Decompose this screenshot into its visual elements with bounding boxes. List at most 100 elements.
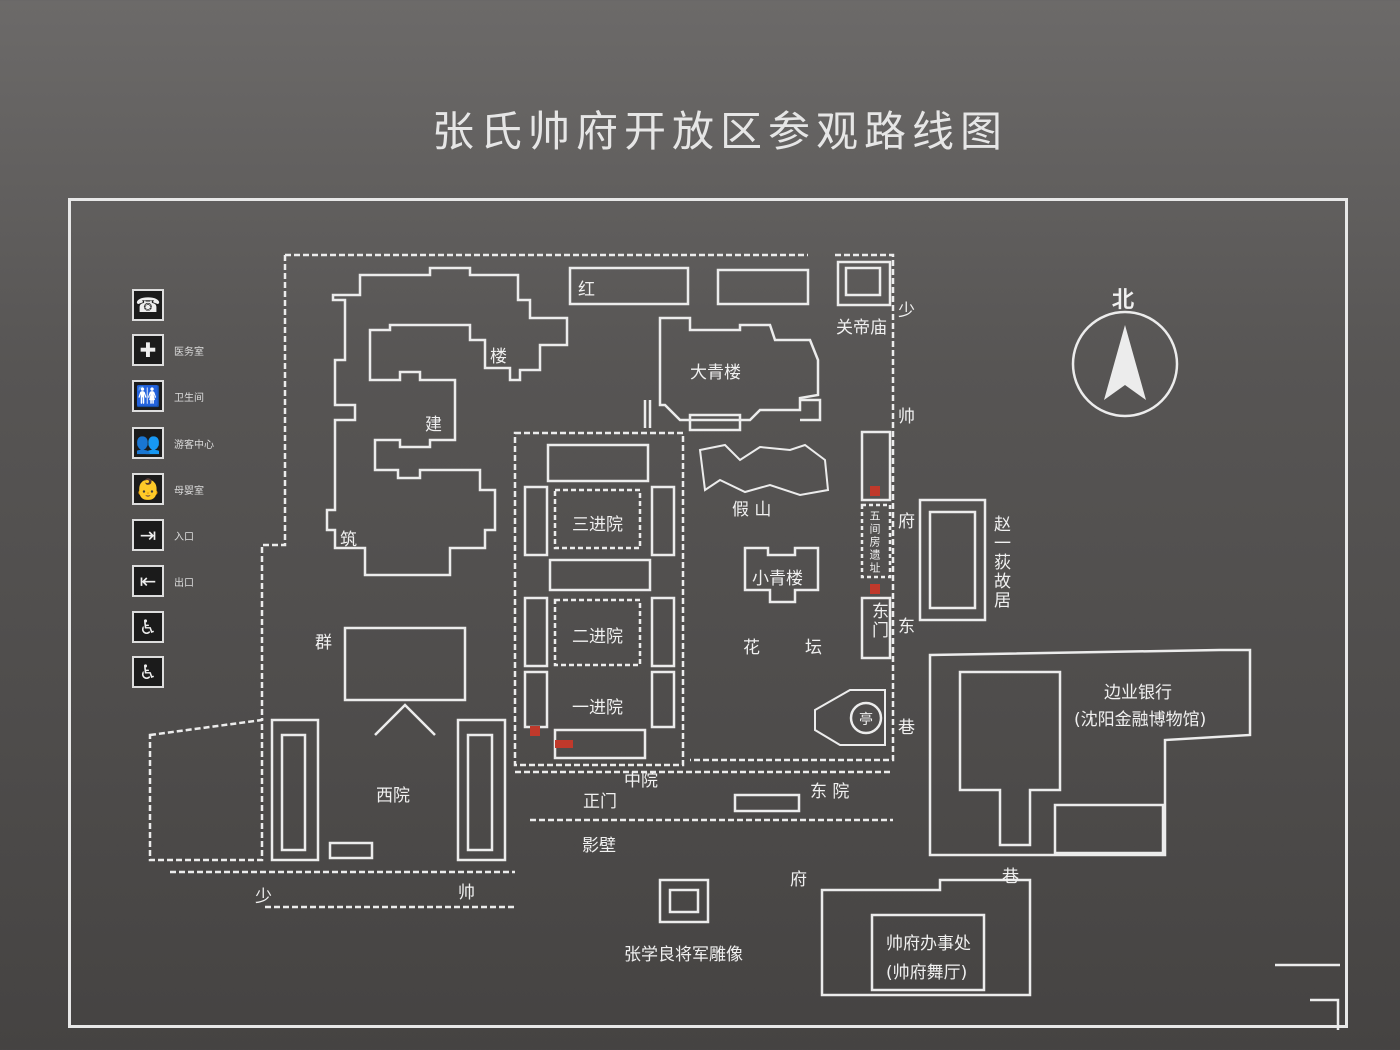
- front-gate-line: [515, 770, 893, 822]
- label-zhongyuan: 中院: [624, 771, 658, 791]
- label-statue: 张学良将军雕像: [624, 945, 743, 965]
- legend-label: 医务室: [174, 346, 204, 358]
- xiaoqinglou-outline: [743, 546, 820, 604]
- zhaoyidi-residence: [918, 498, 987, 622]
- label-dongmen: 东门: [868, 602, 888, 640]
- lane-east-shuai: 帅: [898, 407, 915, 427]
- label-bianye-museum: (沈阳金融博物馆): [1074, 710, 1207, 730]
- lane-east-dong: 东: [898, 617, 915, 637]
- east-gate: [860, 596, 892, 660]
- baby-care-icon: 👶: [132, 473, 164, 505]
- guandi-temple: [836, 260, 892, 307]
- label-jiashan: 假 山: [732, 500, 772, 520]
- west-courtyard-east-wing: [456, 718, 507, 862]
- board-title: 张氏帅府开放区参观路线图: [431, 107, 1008, 156]
- label-xiaoqinglou: 小青楼: [752, 569, 803, 589]
- label-zhaoyidi: 赵一荻故居: [990, 515, 1010, 610]
- telephone-icon: ☎: [132, 289, 164, 321]
- label-huatan-tan: 坛: [805, 638, 822, 658]
- label-huatan-hua: 花: [743, 638, 760, 658]
- wheelchair-icon-2: ♿: [132, 656, 164, 688]
- lane-south-xiang: 巷: [1002, 867, 1019, 887]
- west-courtyard-west-wing: [270, 718, 320, 862]
- label-hong: 红: [578, 280, 595, 300]
- legend-item-exit: ⇤ 出口: [132, 565, 194, 597]
- pavilion: [849, 701, 883, 735]
- label-yijinyuan: 一进院: [572, 698, 623, 718]
- label-lou: 楼: [490, 347, 507, 367]
- west-courtyard-wall: [148, 718, 515, 874]
- second-courtyard-inner: [553, 598, 642, 667]
- legend-label: 母婴室: [174, 485, 204, 497]
- lane-south-fu: 府: [790, 870, 807, 890]
- third-courtyard-main: [546, 443, 650, 483]
- red-marker-2: [870, 584, 880, 594]
- corner-mark: [1275, 963, 1340, 1030]
- label-daqinglou: 大青楼: [690, 363, 741, 383]
- office-building: [820, 878, 1032, 997]
- bianye-bank: [928, 648, 1252, 857]
- third-courtyard-east: [650, 485, 676, 557]
- label-xiyuan: 西院: [376, 786, 410, 806]
- third-courtyard-inner: [553, 488, 642, 550]
- lane-east-xiang: 巷: [898, 718, 915, 738]
- second-courtyard-east: [650, 596, 676, 668]
- north-block: [716, 268, 810, 306]
- hong-building: [568, 266, 690, 306]
- east-courtyard-block: [733, 793, 801, 813]
- label-qun: 群: [315, 633, 332, 653]
- label-guandimiao: 关帝庙: [836, 318, 887, 338]
- legend-item-visitor-center: 👥 游客中心: [132, 427, 214, 459]
- label-erjinyuan: 二进院: [572, 627, 623, 647]
- red-marker-4: [555, 740, 573, 748]
- outer-wall: [260, 253, 895, 762]
- bianye-bank-inner: [958, 670, 1062, 847]
- second-courtyard-west: [523, 596, 549, 668]
- legend-label: 卫生间: [174, 392, 204, 404]
- legend-label: 出口: [174, 577, 194, 589]
- label-zhu: 筑: [340, 530, 357, 550]
- first-courtyard-west: [523, 670, 549, 729]
- west-main-hall: [343, 626, 467, 702]
- west-courtyard-south-block: [328, 841, 374, 860]
- legend-item-telephone: ☎: [132, 289, 174, 321]
- label-yingbi: 影壁: [582, 836, 616, 856]
- legend-item-baby-care: 👶 母婴室: [132, 473, 204, 505]
- legend-item-first-aid: ✚ 医务室: [132, 334, 204, 366]
- rockery: [698, 443, 830, 497]
- red-marker-1: [870, 486, 880, 496]
- red-building-complex: [325, 266, 569, 577]
- bianye-bank-east-block: [1053, 803, 1165, 855]
- legend-label: 游客中心: [174, 439, 214, 451]
- compass-circle: [1071, 310, 1179, 418]
- label-jian: 建: [425, 415, 442, 435]
- central-courtyards: [513, 431, 685, 767]
- label-wujianfang: 五间房遗址: [868, 510, 881, 575]
- label-office: 帅府办事处: [886, 934, 971, 954]
- north-label: 北: [1112, 288, 1135, 313]
- red-marker-3: [530, 726, 540, 736]
- legend-item-wheelchair: ♿: [132, 611, 174, 643]
- entrance-icon: ⇥: [132, 519, 164, 551]
- visitor-center-icon: 👥: [132, 427, 164, 459]
- label-dongyuan: 东 院: [810, 782, 850, 802]
- north-arrow-icon: [1104, 325, 1146, 400]
- map-frame: [68, 198, 1348, 1028]
- third-courtyard-west: [523, 485, 549, 557]
- east-lane-building: [860, 430, 892, 502]
- lane-east-shao: 少: [898, 301, 915, 321]
- label-zhengmen: 正门: [583, 792, 617, 812]
- daqinglou-outline: [658, 316, 820, 422]
- legend-label: 入口: [174, 531, 194, 543]
- middle-block: [548, 558, 652, 592]
- lane-south-shao: 少: [255, 887, 272, 907]
- zhang-xueliang-statue: [658, 878, 710, 924]
- legend-item-entrance: ⇥ 入口: [132, 519, 194, 551]
- label-ting: 亭: [859, 712, 873, 728]
- label-sanjinyuan: 三进院: [572, 515, 623, 535]
- five-rooms-site: [860, 503, 892, 579]
- flower-bed-garden: [814, 689, 886, 746]
- legend-item-restroom: 🚻 卫生间: [132, 380, 204, 412]
- label-bianye-bank: 边业银行: [1104, 683, 1172, 703]
